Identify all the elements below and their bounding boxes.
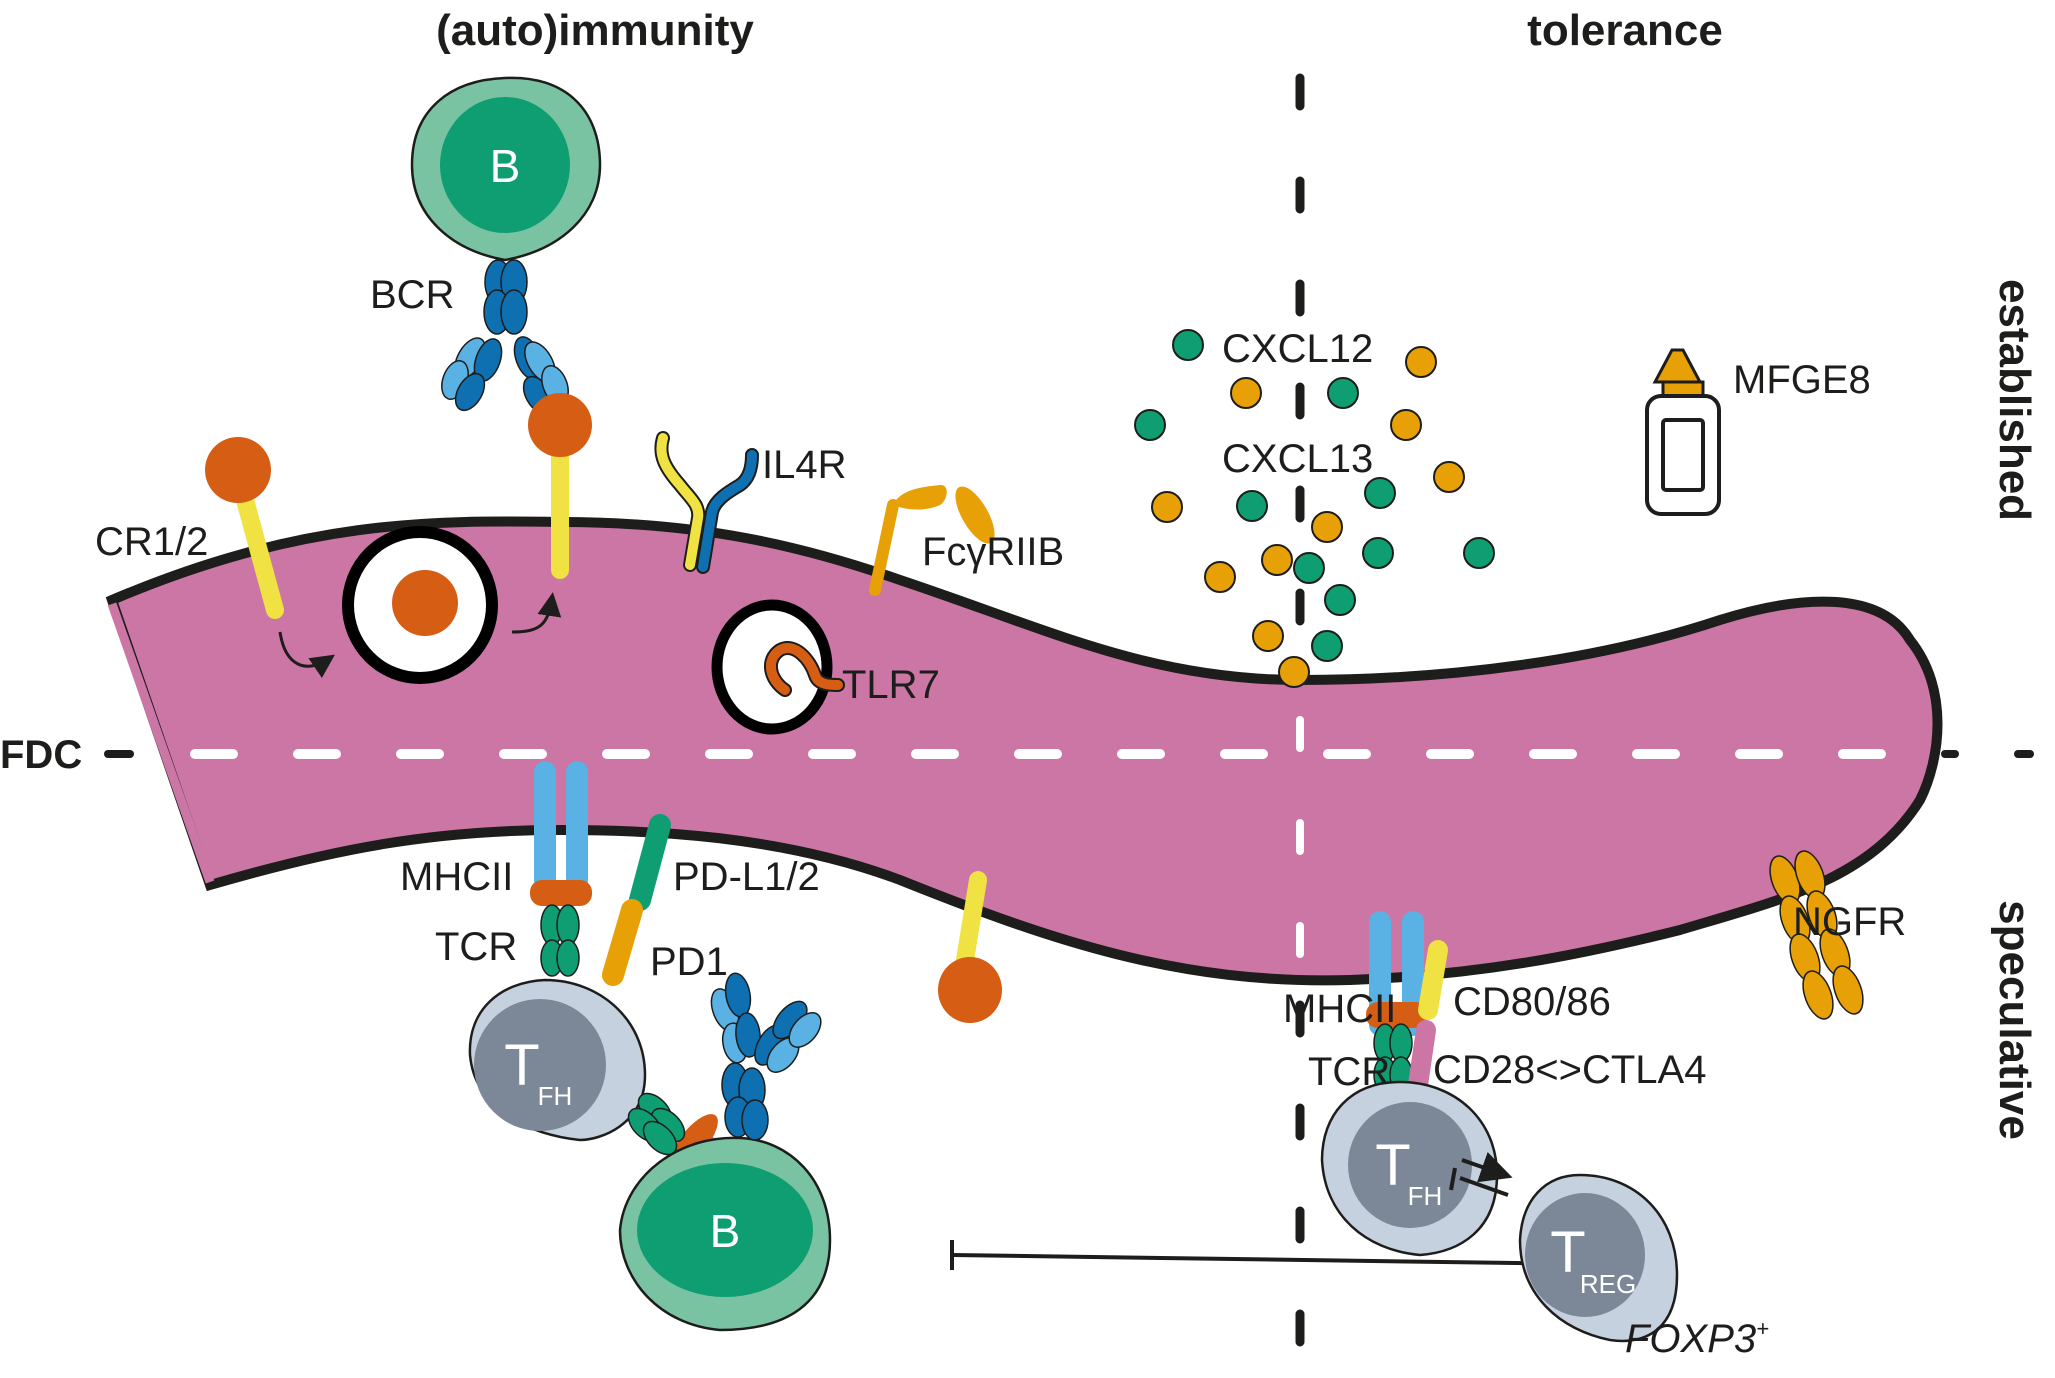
label-pdl12: PD-L1/2 <box>673 855 820 899</box>
chemokine-cxcl12-dot <box>1311 630 1343 662</box>
label-foxp3: FOXP3+ <box>1625 1316 1769 1361</box>
chemokine-cxcl12-dot <box>1236 490 1268 522</box>
b-cell-bottom: B <box>618 1136 832 1332</box>
tfh-cell-left: T FH <box>468 978 647 1142</box>
label-il4r: IL4R <box>762 443 847 487</box>
header-tolerance: tolerance <box>1527 6 1723 55</box>
complement-c3d-left <box>205 437 271 503</box>
foxp3-text: FOXP3 <box>1625 1317 1756 1361</box>
chemokine-cxcl12-dot <box>1362 537 1394 569</box>
header-speculative: speculative <box>1990 900 2039 1140</box>
label-cd28ctla4: CD28<>CTLA4 <box>1433 1048 1706 1092</box>
label-pd1: PD1 <box>650 940 728 984</box>
mhcii-left <box>530 761 592 906</box>
label-cd8086: CD80/86 <box>1453 980 1611 1024</box>
chemokine-cxcl13-dot <box>1252 620 1284 652</box>
treg-main: T <box>1550 1220 1585 1285</box>
chemokine-cxcl13-dot <box>1230 377 1262 409</box>
chemokine-cxcl13-dot <box>1390 409 1422 441</box>
chemokine-cxcl12-dot <box>1364 477 1396 509</box>
mfge8-glue-icon <box>1645 348 1721 516</box>
il4r-chain-yellow <box>656 433 704 570</box>
treg-inhibits-tfh-bar-icon <box>1449 1167 1457 1191</box>
b-cell-bottom-label: B <box>710 1205 741 1257</box>
b-cell-top-label: B <box>490 140 521 192</box>
label-mhcii-right: MHCII <box>1283 987 1396 1031</box>
pdl12-ligand <box>629 814 671 911</box>
label-cxcl13: CXCL13 <box>1222 437 1373 481</box>
complement-c3d-lower <box>938 957 1002 1023</box>
fcgr2b-receptor <box>869 484 995 596</box>
cr12-receptor <box>236 491 284 619</box>
fdc-open-edge <box>107 602 215 884</box>
label-cr12: CR1/2 <box>95 520 208 564</box>
label-mfge8: MFGE8 <box>1733 358 1871 402</box>
cd28-ctla4-receptor <box>1408 1020 1436 1095</box>
pd1-receptor <box>602 899 643 986</box>
chemokine-cxcl12-dot <box>1172 329 1204 361</box>
bcr-top-icon <box>441 259 569 415</box>
chemokine-cxcl13-dot <box>1433 461 1465 493</box>
tfh-to-treg-arrow-icon <box>1461 1151 1513 1183</box>
chemokine-cxcl13-dot <box>1151 491 1183 523</box>
treg-inhibits-tfh-line <box>1459 1176 1509 1197</box>
chemokine-cxcl12-dot <box>1293 552 1325 584</box>
treg-cell: T REG <box>1518 1173 1679 1343</box>
cr-stalk-lower <box>956 871 987 969</box>
tfh-right-sub: FH <box>1408 1181 1443 1211</box>
treg-sub: REG <box>1580 1269 1636 1299</box>
foxp3-superscript: + <box>1756 1316 1769 1341</box>
arrow-internalize-icon <box>278 631 335 679</box>
chemokine-cxcl13-dot <box>1261 544 1293 576</box>
label-bcr: BCR <box>370 273 454 317</box>
label-mhcii-left: MHCII <box>400 855 513 899</box>
bcr-bottom-icon <box>710 972 822 1141</box>
label-tlr7: TLR7 <box>842 663 940 707</box>
b-cell-top: B <box>410 76 602 262</box>
label-fdc: FDC <box>0 733 82 777</box>
tcr-left <box>540 904 580 977</box>
internalized-complement <box>392 570 458 636</box>
chemokine-cxcl12-dot <box>1324 584 1356 616</box>
label-tcr-left: TCR <box>435 925 517 969</box>
tfh-cell-right: T FH <box>1320 1080 1499 1257</box>
chemokine-cxcl13-dot <box>1204 561 1236 593</box>
header-autoimmunity: (auto)immunity <box>436 6 754 55</box>
chemokine-cxcl13-dot <box>1311 511 1343 543</box>
tfh-left-sub: FH <box>538 1081 573 1111</box>
arrow-recycle-icon <box>511 592 562 634</box>
mhcii-right <box>1366 911 1428 1036</box>
header-established: established <box>1990 279 2039 521</box>
il4r-chain-blue <box>698 450 757 572</box>
label-fcgr2b: FcγRIIB <box>922 530 1064 574</box>
ngfr-domain <box>1832 965 1864 1015</box>
chemokine-cxcl13-dot <box>1278 656 1310 688</box>
chemokine-cxcl12-dot <box>1134 409 1166 441</box>
chemokine-cxcl12-dot <box>1463 537 1495 569</box>
label-ngfr: NGFR <box>1793 900 1906 944</box>
cd8086-ligand <box>1418 940 1448 1020</box>
complement-c3d-center <box>528 393 592 457</box>
chemokine-cloud <box>1134 329 1495 688</box>
tfh-right-main: T <box>1375 1133 1410 1198</box>
ngfr-domain <box>1802 970 1834 1020</box>
tfh-left-main: T <box>504 1033 539 1098</box>
tlr7-receptor <box>766 643 843 695</box>
ngfr-receptor <box>1769 850 1864 1020</box>
label-cxcl12: CXCL12 <box>1222 327 1373 371</box>
chemokine-cxcl12-dot <box>1327 377 1359 409</box>
chemokine-cxcl13-dot <box>1405 346 1437 378</box>
